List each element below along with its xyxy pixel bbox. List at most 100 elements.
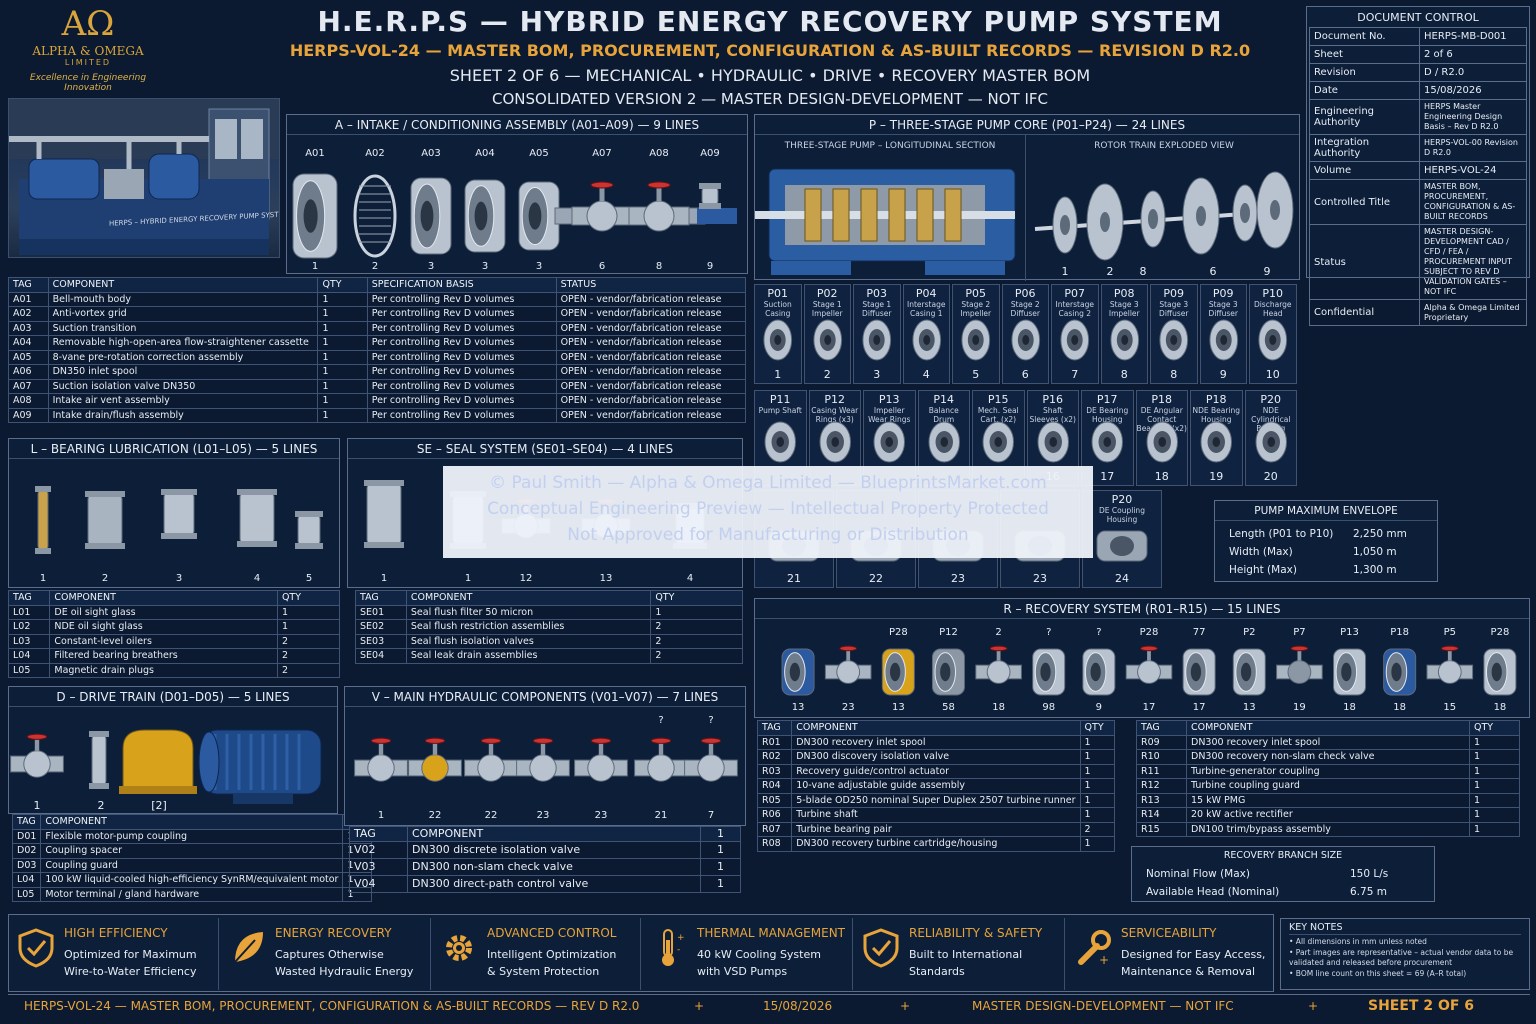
intake-part-number: 3 — [536, 261, 542, 272]
doc-control-key: Status — [1309, 224, 1420, 300]
spec-label: Length (P01 to P10) — [1229, 528, 1334, 540]
table-cell: Flexible motor-pump coupling — [40, 828, 344, 844]
doc-control-value: HERPS-VOL-00 Revision D R2.0 — [1419, 134, 1527, 162]
feature-title: RELIABILITY & SAFETY — [909, 926, 1043, 940]
table-cell: 1 — [317, 320, 368, 336]
pump-part-cell: P18 DE Angular Contact Bearings (x2) 18 — [1135, 390, 1188, 486]
recovery-part-number: 18 — [1393, 702, 1406, 713]
table-cell: DN300 discrete isolation valve — [407, 840, 701, 859]
svg-text:-: - — [677, 945, 680, 955]
lube-part-number: 1 — [40, 573, 46, 584]
exploded-part-number: 2 — [1107, 265, 1114, 278]
drive-bom-table: TAGCOMPONENTQTYD01Flexible motor-pump co… — [11, 814, 372, 902]
doc-control-value: 15/08/2026 — [1419, 81, 1527, 100]
feature-description: Intelligent Optimization& System Protect… — [487, 948, 617, 978]
hydraulic-title: V – MAIN HYDRAULIC COMPONENTS (V01–V07) … — [345, 687, 745, 707]
pump-part-name: Stage 1 Impeller — [811, 300, 843, 318]
pump-part-cell: P09 Stage 3 Diffuser 9 — [1199, 284, 1247, 384]
column-header: COMPONENT — [791, 720, 1081, 736]
pump-part-name: Discharge Head — [1253, 300, 1292, 318]
document-control-panel: DOCUMENT CONTROL Document No.HERPS-MB-D0… — [1306, 6, 1530, 326]
pump-part-number: 22 — [869, 572, 883, 585]
table-cell: 1 — [1469, 821, 1520, 837]
table-cell: Filtered bearing breathers — [49, 648, 278, 664]
doc-control-value: HERPS-MB-D001 — [1419, 27, 1527, 46]
pump-part-number: 21 — [787, 572, 801, 585]
spec-row: Length (P01 to P10) 2,250 mm — [1229, 525, 1423, 543]
pump-part-name: DE Bearing Housing — [1086, 406, 1129, 424]
table-cell: Per controlling Rev D volumes — [366, 335, 557, 351]
hydraulic-valve-part — [354, 737, 408, 782]
intake-part-label: A02 — [365, 148, 385, 159]
recovery-component-part — [1082, 648, 1116, 696]
pump-part-cell: P09 Stage 3 Diffuser 8 — [1150, 284, 1198, 384]
table-cell: OPEN - vendor/fabrication release — [555, 349, 747, 365]
recovery-part-label: P28 — [1140, 627, 1159, 638]
table-cell: OPEN - vendor/fabrication release — [555, 393, 747, 409]
footer: HERPS-VOL-24 — MASTER BOM, PROCUREMENT, … — [8, 994, 1530, 1020]
seal-flush-filter-part — [364, 480, 404, 548]
spec-value: 2,250 mm — [1353, 528, 1407, 540]
pump-part-cell: P18 NDE Bearing Housing 19 — [1190, 390, 1243, 486]
table-cell: A02 — [8, 306, 49, 322]
leaf-icon — [234, 932, 263, 963]
table-cell: L02 — [7, 619, 51, 635]
pump-part-image — [818, 421, 851, 463]
table-cell: A04 — [8, 335, 49, 351]
column-header: TAG — [756, 720, 793, 736]
pump-part-tag: P06 — [1014, 287, 1036, 300]
nde-sight-glass-part — [85, 491, 125, 549]
hydraulic-valve-part — [574, 737, 628, 782]
key-note-item: • BOM line count on this sheet = 69 (A–R… — [1289, 968, 1467, 978]
pump-part-number: 20 — [1263, 470, 1278, 483]
pump-part-name: Suction Casing — [763, 300, 792, 318]
doc-control-value: 2 of 6 — [1419, 45, 1527, 64]
table-cell: DN300 discovery isolation valve — [791, 749, 1081, 765]
hydraulic-valve-part — [464, 737, 518, 782]
feature-title: HIGH EFFICIENCY — [64, 926, 168, 940]
column-header: TAG — [7, 590, 51, 606]
table-cell: Bell-mouth body — [47, 291, 319, 307]
doc-control-value: MASTER BOM, PROCUREMENT, CONFIGURATION &… — [1419, 179, 1527, 225]
recovery-part-number: 13 — [892, 702, 905, 713]
pump-part-cell: P02 Stage 1 Impeller 2 — [803, 284, 851, 384]
sheet-line: SHEET 2 OF 6 — MECHANICAL • HYDRAULIC • … — [449, 66, 1091, 85]
pump-part-image — [1254, 421, 1287, 463]
table-cell: D02 — [11, 843, 42, 859]
pump-part-number: 6 — [1021, 368, 1029, 381]
pump-part-tag: P05 — [965, 287, 987, 300]
pump-part-cell: P17 DE Bearing Housing 17 — [1081, 390, 1134, 486]
doc-control-key: Sheet — [1309, 45, 1420, 64]
table-cell: V04 — [349, 874, 408, 893]
footer-date: 15/08/2026 — [763, 999, 833, 1013]
recovery-valve-part — [824, 645, 872, 684]
intake-assembly-panel: A – INTAKE / CONDITIONING ASSEMBLY (A01–… — [286, 114, 748, 274]
flow-straightener-part — [464, 179, 506, 253]
copyright-watermark: © Paul Smith — Alpha & Omega Limited — B… — [443, 466, 1093, 558]
table-cell: R04 — [756, 778, 793, 794]
company-logo: AΩ ALPHA & OMEGA LIMITED Excellence in E… — [8, 4, 168, 96]
seal-part-number: 1 — [381, 573, 387, 584]
recovery-part-label: 2 — [995, 627, 1001, 638]
table-cell: OPEN - vendor/fabrication release — [555, 407, 747, 423]
pump-part-tag: P03 — [866, 287, 888, 300]
recovery-valve-part — [1125, 645, 1173, 684]
table-cell: A01 — [8, 291, 49, 307]
recovery-part-number: 9 — [1096, 702, 1102, 713]
pump-part-tag: P02 — [816, 287, 838, 300]
pump-part-tag: P01 — [767, 287, 789, 300]
bell-mouth-part — [292, 173, 338, 259]
pump-part-cell: P08 Stage 3 Impeller 8 — [1100, 284, 1148, 384]
recovery-part-number: 17 — [1143, 702, 1156, 713]
pump-part-image — [1159, 319, 1189, 361]
